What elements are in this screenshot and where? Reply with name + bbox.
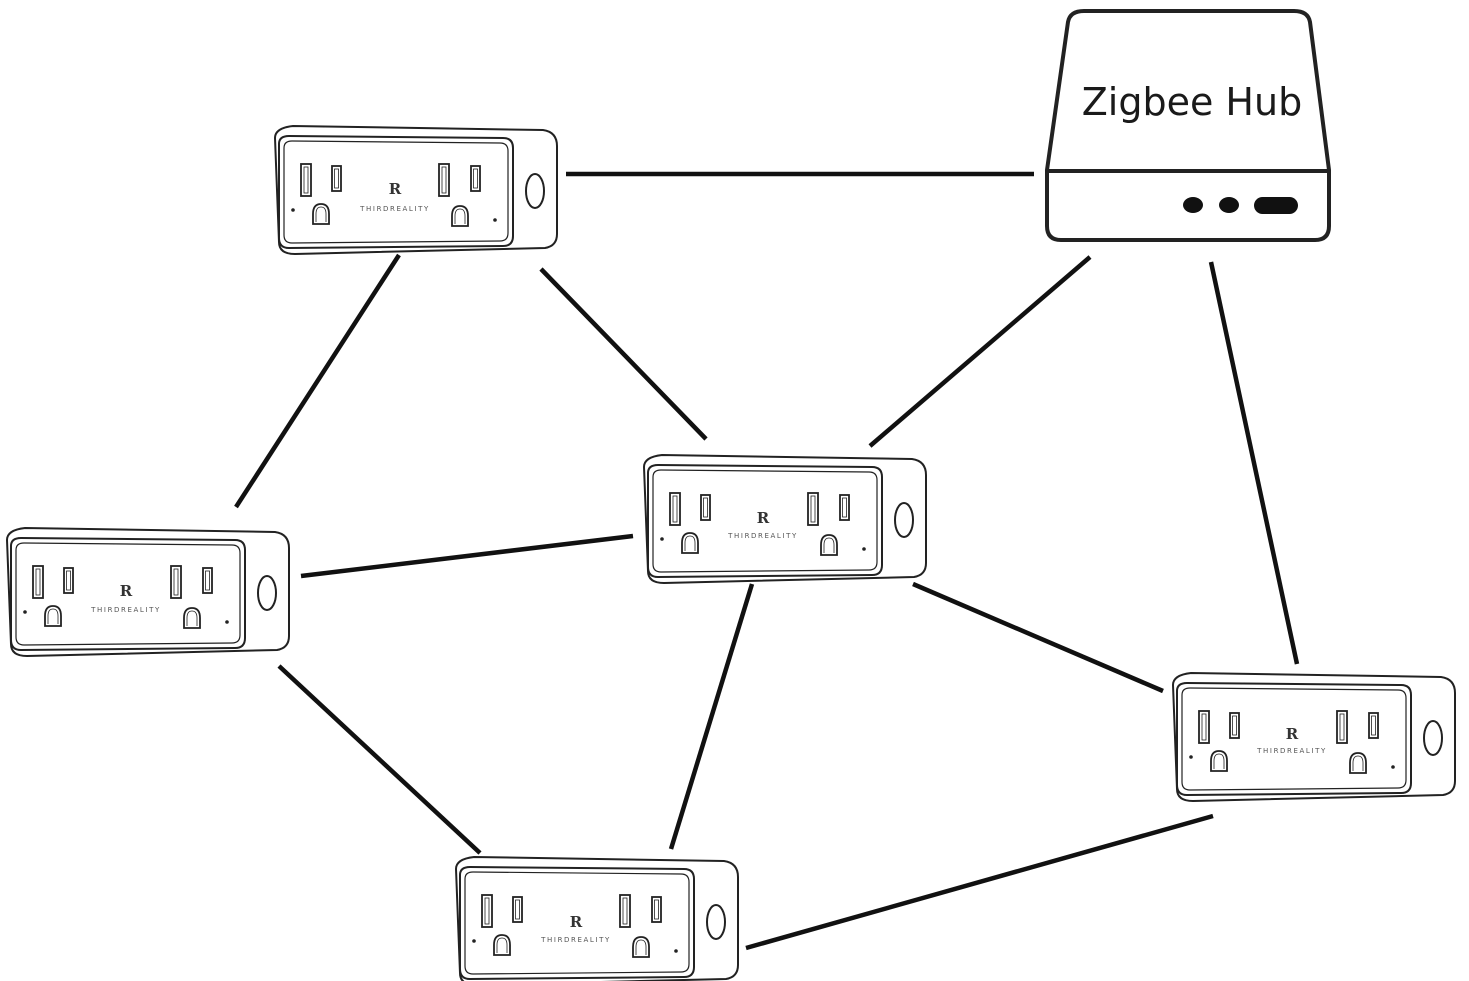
plug-brand-text: THIRDREALITY: [727, 532, 798, 540]
link-left-center: [300, 533, 634, 579]
plug-logo: R: [757, 509, 770, 527]
hub-led-1: [1183, 197, 1203, 213]
hub-port: [1254, 197, 1298, 214]
plug-brand-text: THIRDREALITY: [359, 205, 430, 213]
smart-plug-icon: R THIRDREALITY: [643, 454, 927, 584]
link-hub-center: [868, 255, 1092, 448]
connection-lines: [234, 171, 1300, 951]
link-topleft-left: [234, 253, 401, 509]
plug-logo: R: [570, 913, 583, 931]
plug-logo: R: [389, 180, 402, 198]
link-center-bottom: [668, 583, 755, 850]
link-right-bottom: [745, 813, 1214, 951]
plug-brand-text: THIRDREALITY: [90, 606, 161, 614]
smart-plug-icon: R THIRDREALITY: [6, 527, 290, 657]
link-hub-right: [1208, 261, 1300, 665]
link-center-right: [912, 581, 1164, 694]
plug-brand-text: THIRDREALITY: [1256, 747, 1327, 755]
smart-plug-icon: R THIRDREALITY: [1172, 672, 1456, 802]
smart-plug-icon: R THIRDREALITY: [455, 856, 739, 981]
plug-brand-text: THIRDREALITY: [540, 936, 611, 944]
smart-plug-icon: R THIRDREALITY: [274, 125, 558, 255]
link-left-bottom: [277, 664, 482, 855]
plug-logo: R: [120, 582, 133, 600]
link-topleft-center: [539, 267, 708, 441]
plug-logo: R: [1286, 725, 1299, 743]
zigbee-hub-icon: Zigbee Hub: [1045, 9, 1331, 242]
hub-led-2: [1219, 197, 1239, 213]
hub-label: Zigbee Hub: [1082, 80, 1302, 124]
